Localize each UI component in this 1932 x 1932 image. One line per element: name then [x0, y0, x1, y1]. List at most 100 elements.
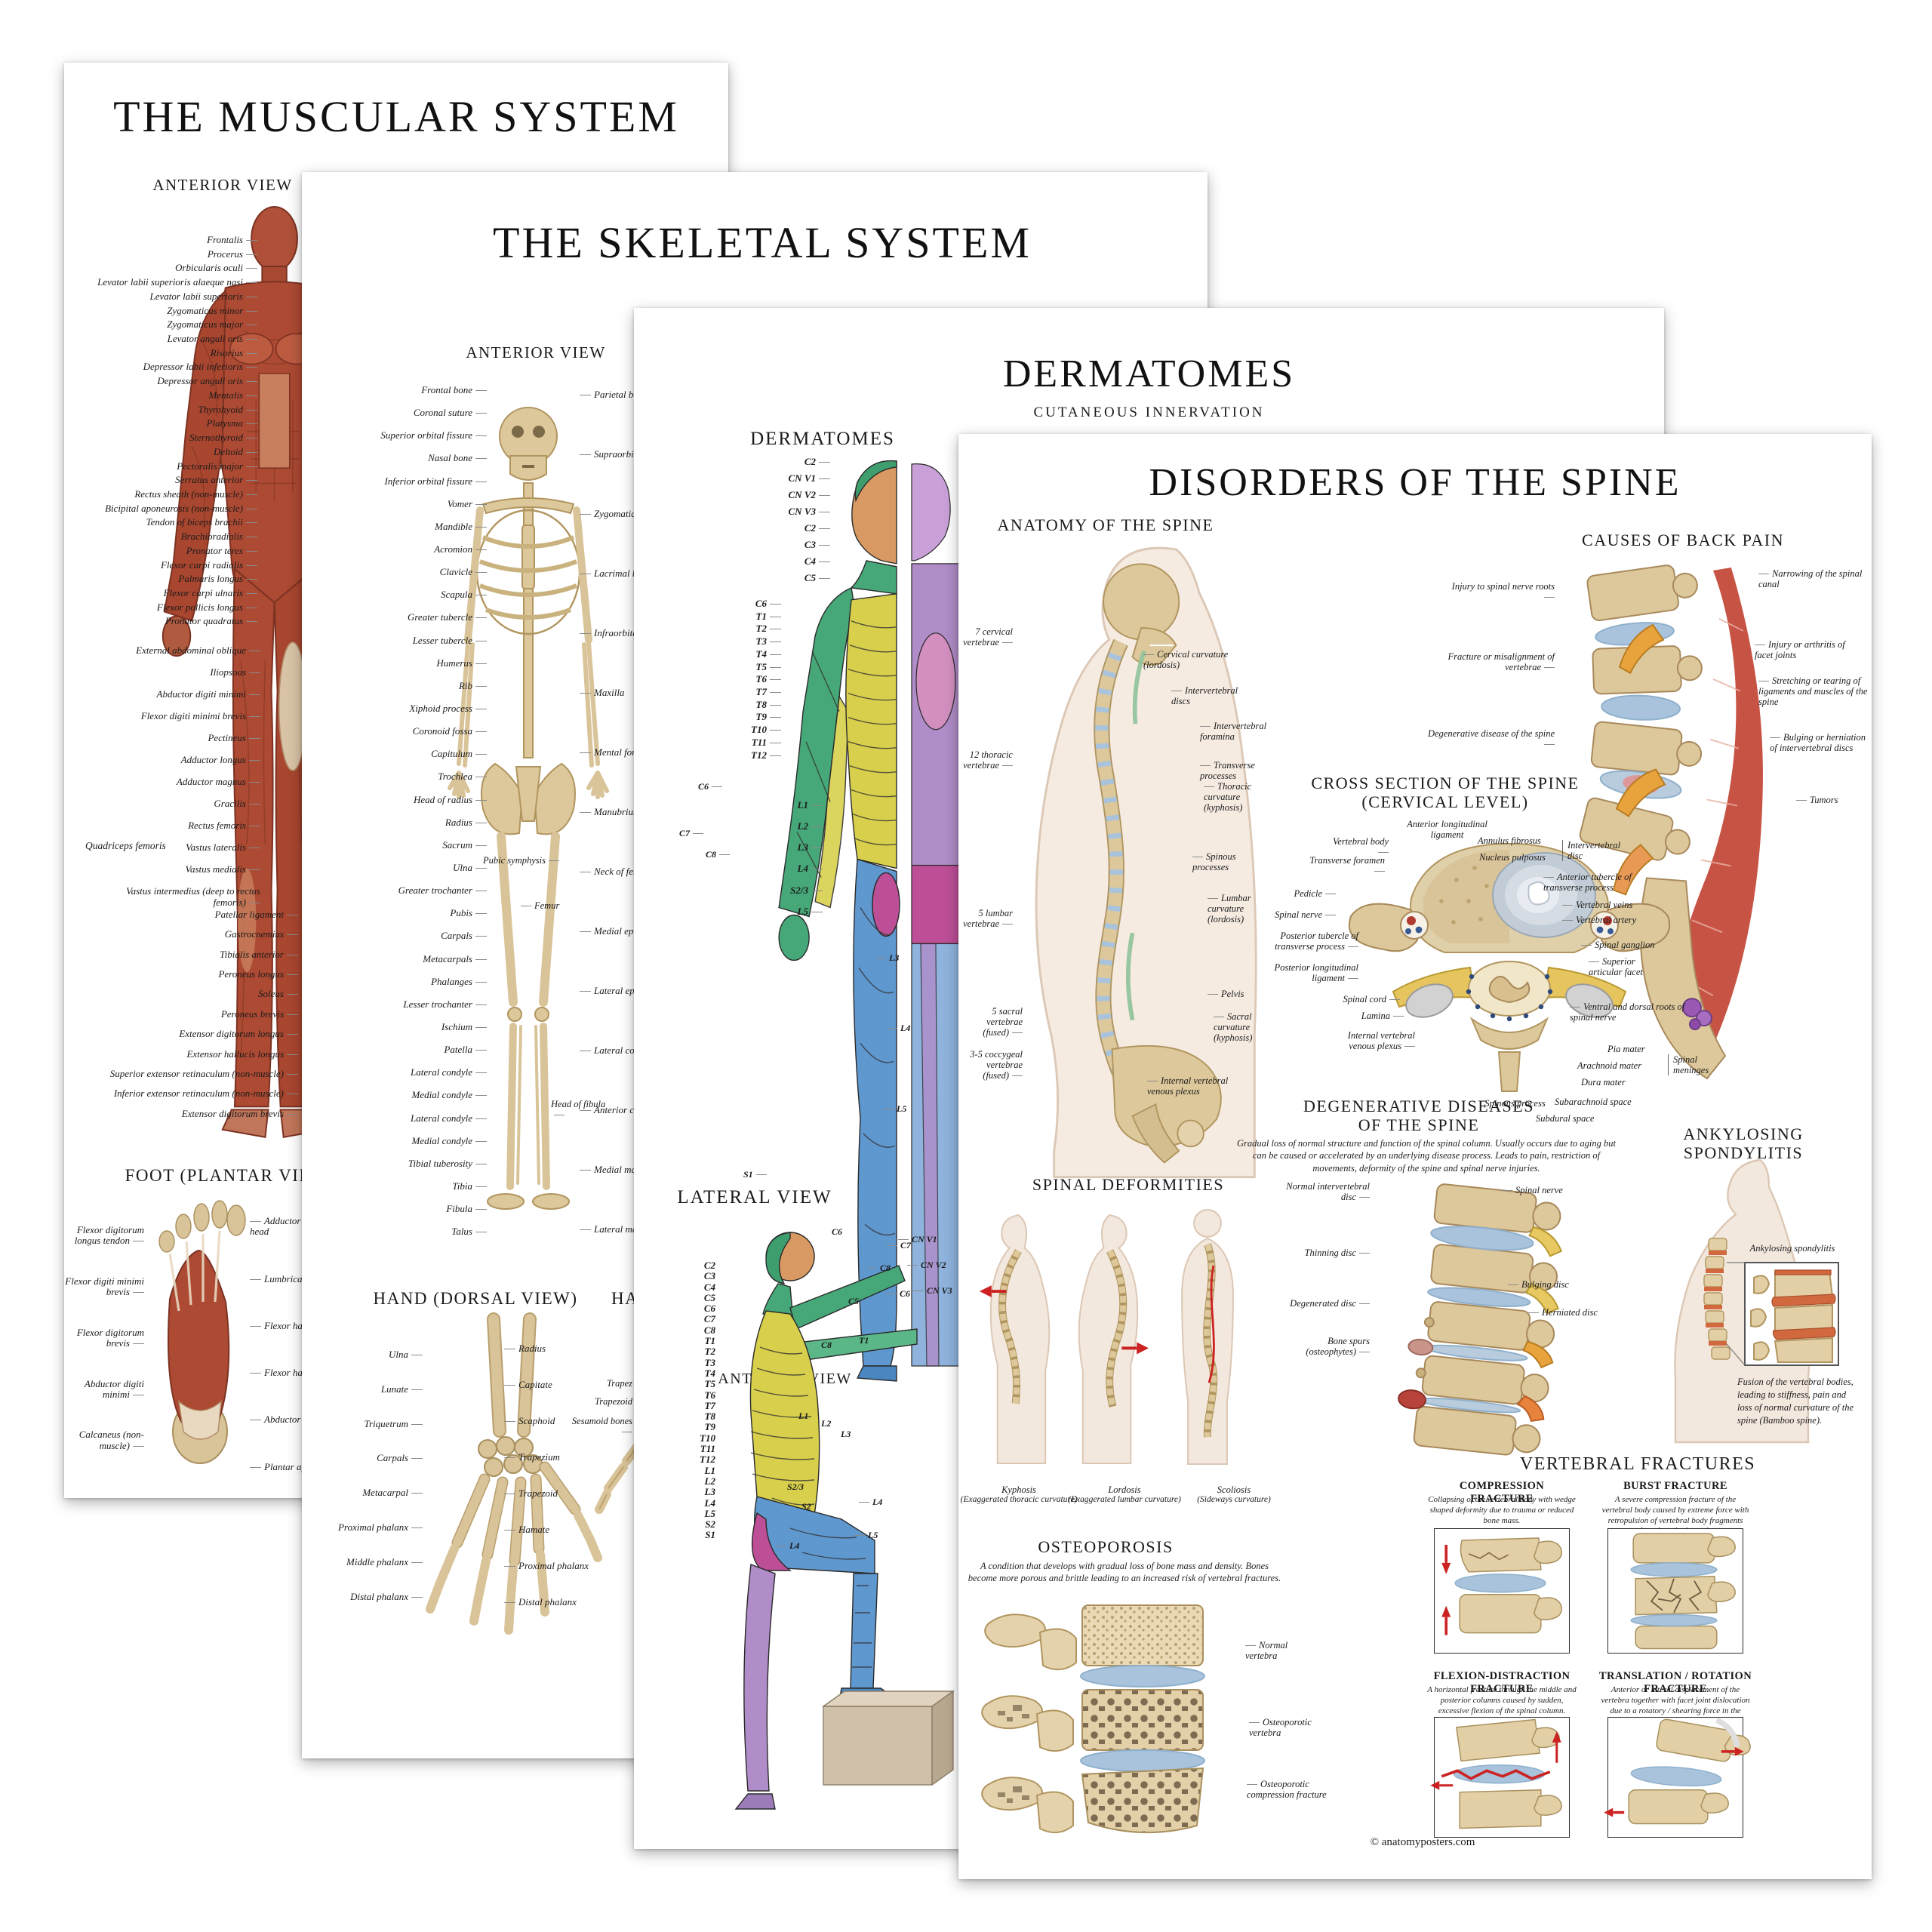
cross-label-dura-mater: Dura mater — [1581, 1077, 1626, 1088]
anatomy-label: Zygomaticus minor — [167, 305, 257, 316]
compression-fracture-illustration — [1441, 1537, 1562, 1635]
dermatomes-title: DERMATOMES — [1002, 352, 1296, 395]
causes-label-facet-joints: Injury or arthritis of facet joints — [1755, 639, 1864, 660]
cross-label-pia-mater: Pia mater — [1607, 1044, 1645, 1054]
anatomy-label: T7 — [756, 686, 781, 697]
anatomy-label: Greater tubercle — [408, 612, 487, 623]
anatomy-label: Gracilis — [214, 798, 260, 809]
anatomy-label: CN V3 — [789, 506, 830, 517]
anatomy-label: Lateral condyle — [411, 1112, 487, 1124]
dermatome-label-l5-leg: L5 — [883, 1103, 906, 1114]
anatomy-label: T12 — [751, 749, 781, 761]
lateral-label-cnv3: CN V3 — [913, 1285, 952, 1296]
lateral-label-c6: C6 — [832, 1226, 843, 1237]
skeletal-label-femur: Femur — [521, 900, 581, 911]
lateral-label-c8: C8 — [866, 1263, 891, 1273]
cross-label-spinal-nerve: Spinal nerve — [1272, 909, 1336, 920]
anatomy-label-intervertebral-discs: Intervertebral discs — [1171, 685, 1254, 706]
anatomy-label: T2 — [704, 1346, 715, 1358]
translation-rotation-illustration — [1604, 1717, 1751, 1825]
degen-label-thinning-disc: Thinning disc — [1279, 1247, 1370, 1258]
anatomy-label: Vastus lateralis — [186, 841, 260, 853]
anatomy-label: Flexor digiti minimi brevis — [141, 710, 260, 721]
anatomy-label-lumbar-count: 5 lumbar vertebrae — [958, 908, 1013, 929]
anatomy-label: C3 — [703, 1270, 715, 1282]
anatomy-label: Ulna — [453, 862, 487, 873]
anatomy-label: Iliopsoas — [210, 666, 260, 678]
anatomy-label: Ischium — [441, 1021, 487, 1032]
anatomy-label: L5 — [798, 906, 823, 917]
poster-disorders-of-the-spine: DISORDERS OF THE SPINE ANATOMY OF THE SP… — [958, 434, 1872, 1879]
anatomy-label: L4 — [704, 1497, 715, 1509]
spine-title: DISORDERS OF THE SPINE — [1149, 461, 1681, 504]
anatomy-label: Superior orbital fissure — [380, 429, 487, 441]
anatomy-label: T10 — [700, 1432, 715, 1444]
anatomy-label: Humerus — [436, 657, 487, 669]
anatomy-label-cervical-curvature: Cervical curvature (lordosis) — [1143, 649, 1230, 670]
anatomy-label: T5 — [704, 1378, 715, 1390]
hand-palmar-label-sesamoid: Sesamoid bones — [566, 1416, 632, 1437]
anatomy-label: Greater trochanter — [398, 884, 487, 896]
lateral-view-heading: LATERAL VIEW — [677, 1187, 832, 1208]
osteoporosis-description: A condition that develops with gradual l… — [968, 1561, 1281, 1584]
anatomy-label: Patellar ligament — [215, 909, 298, 920]
anatomy-label: T8 — [756, 699, 781, 710]
anatomy-label: Head of radius — [414, 794, 487, 805]
anatomy-label: T9 — [704, 1421, 715, 1433]
anatomy-label-intervertebral-foramina: Intervertebral foramina — [1200, 721, 1272, 742]
cross-label-spinous-process: Spinous process — [1484, 1098, 1546, 1109]
anatomy-label: C2 — [804, 522, 830, 534]
lateral-label-s23: S2/3 — [787, 1481, 804, 1492]
cross-label-subdural-space: Subdural space — [1536, 1113, 1595, 1124]
anatomy-label: Pronator quadratus — [165, 616, 257, 627]
anatomy-label: Capitulum — [431, 748, 487, 759]
dermatome-label-l3-leg: L3 — [875, 952, 899, 963]
cross-label-vertebral-body: Vertebral body — [1321, 836, 1389, 857]
anatomy-label: Palmaris longus — [178, 573, 257, 584]
hand-dorsal-title: HAND (DORSAL VIEW) — [373, 1289, 578, 1308]
deformities-heading: SPINAL DEFORMITIES — [1032, 1175, 1225, 1194]
hand-palmar-label-trapez: Trapez — [606, 1378, 632, 1389]
anatomy-label: Carpals — [441, 931, 487, 942]
anatomy-label: C2 — [804, 456, 830, 467]
anatomy-label: Vastus intermedius (deep to rectus femor… — [109, 886, 260, 908]
anatomy-label: Flexor digitorum brevis — [64, 1327, 144, 1349]
osteoporosis-heading: OSTEOPOROSIS — [1038, 1537, 1174, 1556]
anatomy-label: T10 — [751, 724, 781, 735]
anatomy-label: T2 — [756, 623, 781, 635]
anatomy-label: CN V2 — [789, 489, 830, 500]
burst-fracture-illustration — [1630, 1533, 1736, 1650]
anatomy-label: Proximal phalanx — [504, 1560, 589, 1571]
fracture1-desc: Collapsing of the vertebral body with we… — [1428, 1495, 1576, 1525]
anatomy-label: Depressor labii inferioris — [143, 361, 257, 373]
cross-section-heading: CROSS SECTION OF THE SPINE (CERVICAL LEV… — [1311, 774, 1580, 812]
anatomy-label: Abductor digiti minimi — [64, 1378, 144, 1401]
fracture3-title: FLEXION-DISTRACTION FRACTURE — [1433, 1670, 1571, 1695]
anatomy-label: Metacarpals — [423, 953, 487, 964]
ankylosing-inset-label: Ankylosing spondylitis — [1749, 1243, 1835, 1254]
anatomy-label: T6 — [756, 674, 781, 685]
anatomy-label: Xiphoid process — [409, 703, 487, 714]
anatomy-label: T11 — [752, 737, 781, 748]
anatomy-label: Abductor digiti minimi — [157, 688, 260, 700]
lateral-label-l4b: L4 — [776, 1540, 799, 1551]
causes-label-injury-nerve-roots: Injury to spinal nerve roots — [1441, 581, 1555, 602]
cross-label-superior-articular-facet: Superior articular facet — [1589, 956, 1649, 977]
degenerative-heading: DEGENERATIVE DISEASES OF THE SPINE — [1303, 1097, 1534, 1135]
anatomy-label: Pectoralis major — [177, 460, 257, 472]
cross-label-vertebral-artery: Vertebral artery — [1562, 915, 1638, 925]
anatomy-label: C7 — [703, 1313, 715, 1325]
anatomy-label: Vomer — [448, 498, 487, 509]
anatomy-label: T3 — [704, 1356, 715, 1368]
lateral-label-l1: L1 — [798, 1411, 809, 1421]
anatomy-label: C6 — [755, 598, 781, 609]
dermatome-label-c8-arm: C8 — [706, 849, 730, 860]
lateral-label-s2: S2 — [801, 1501, 811, 1512]
fracture3-panel — [1430, 1717, 1570, 1838]
